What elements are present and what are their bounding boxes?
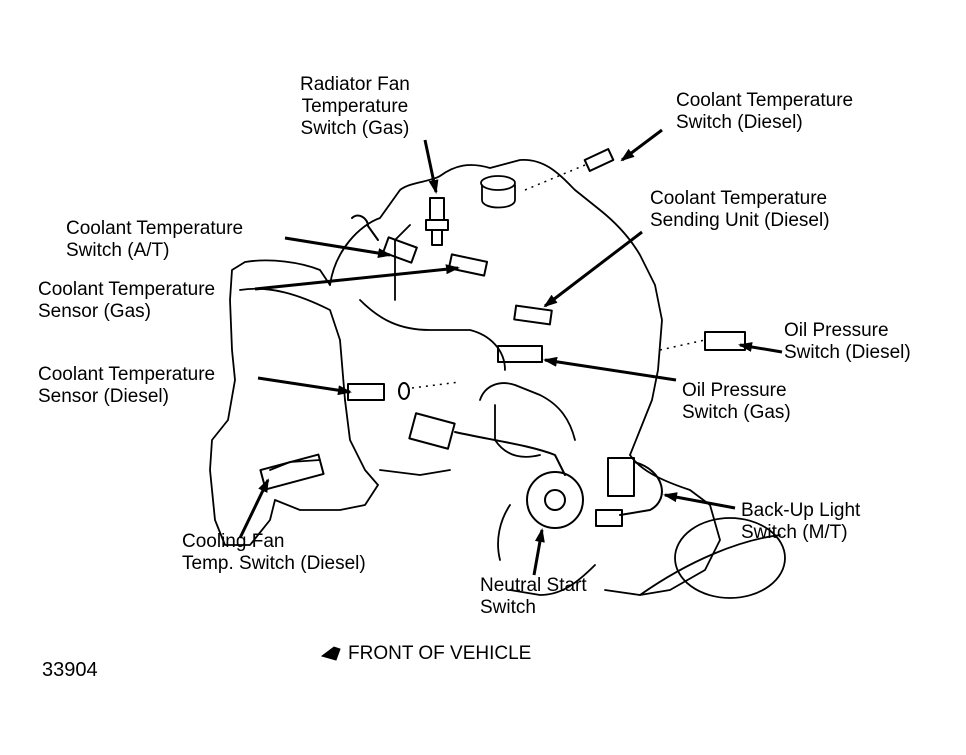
legend-front-of-vehicle: FRONT OF VEHICLE — [348, 643, 532, 664]
dotted-leaders — [411, 164, 706, 389]
engine-block-outline — [209, 159, 786, 599]
label-coolant-temperature-switch-at: Coolant Temperature Switch (A/T) — [66, 218, 244, 261]
label-coolant-temperature-sensor-gas: Coolant Temperature Sensor (Gas) — [38, 279, 216, 322]
label-cooling-fan-temp-switch: Cooling Fan Temp. Switch (Diesel) — [182, 531, 366, 574]
label-oil-pressure-switch-diesel: Oil Pressure Switch (Diesel) — [784, 320, 911, 363]
label-coolant-temperature-switch-diesel: Coolant Temperature Switch (Diesel) — [676, 90, 854, 133]
front-of-vehicle-arrow-icon — [320, 646, 341, 661]
figure-number: 33904 — [42, 659, 98, 681]
label-coolant-temperature-sending-unit: Coolant Temperature Sending Unit (Diesel… — [650, 188, 830, 231]
label-radiator-fan-temperature-switch: Radiator Fan Temperature Switch (Gas) — [300, 74, 410, 139]
leader-arrows — [238, 128, 783, 576]
label-neutral-start-switch: Neutral Start Switch — [480, 575, 587, 618]
label-back-up-light-switch: Back-Up Light Switch (M/T) — [741, 500, 861, 543]
label-oil-pressure-switch-gas: Oil Pressure Switch (Gas) — [682, 380, 791, 423]
label-coolant-temperature-sensor-diesel: Coolant Temperature Sensor (Diesel) — [38, 364, 216, 407]
